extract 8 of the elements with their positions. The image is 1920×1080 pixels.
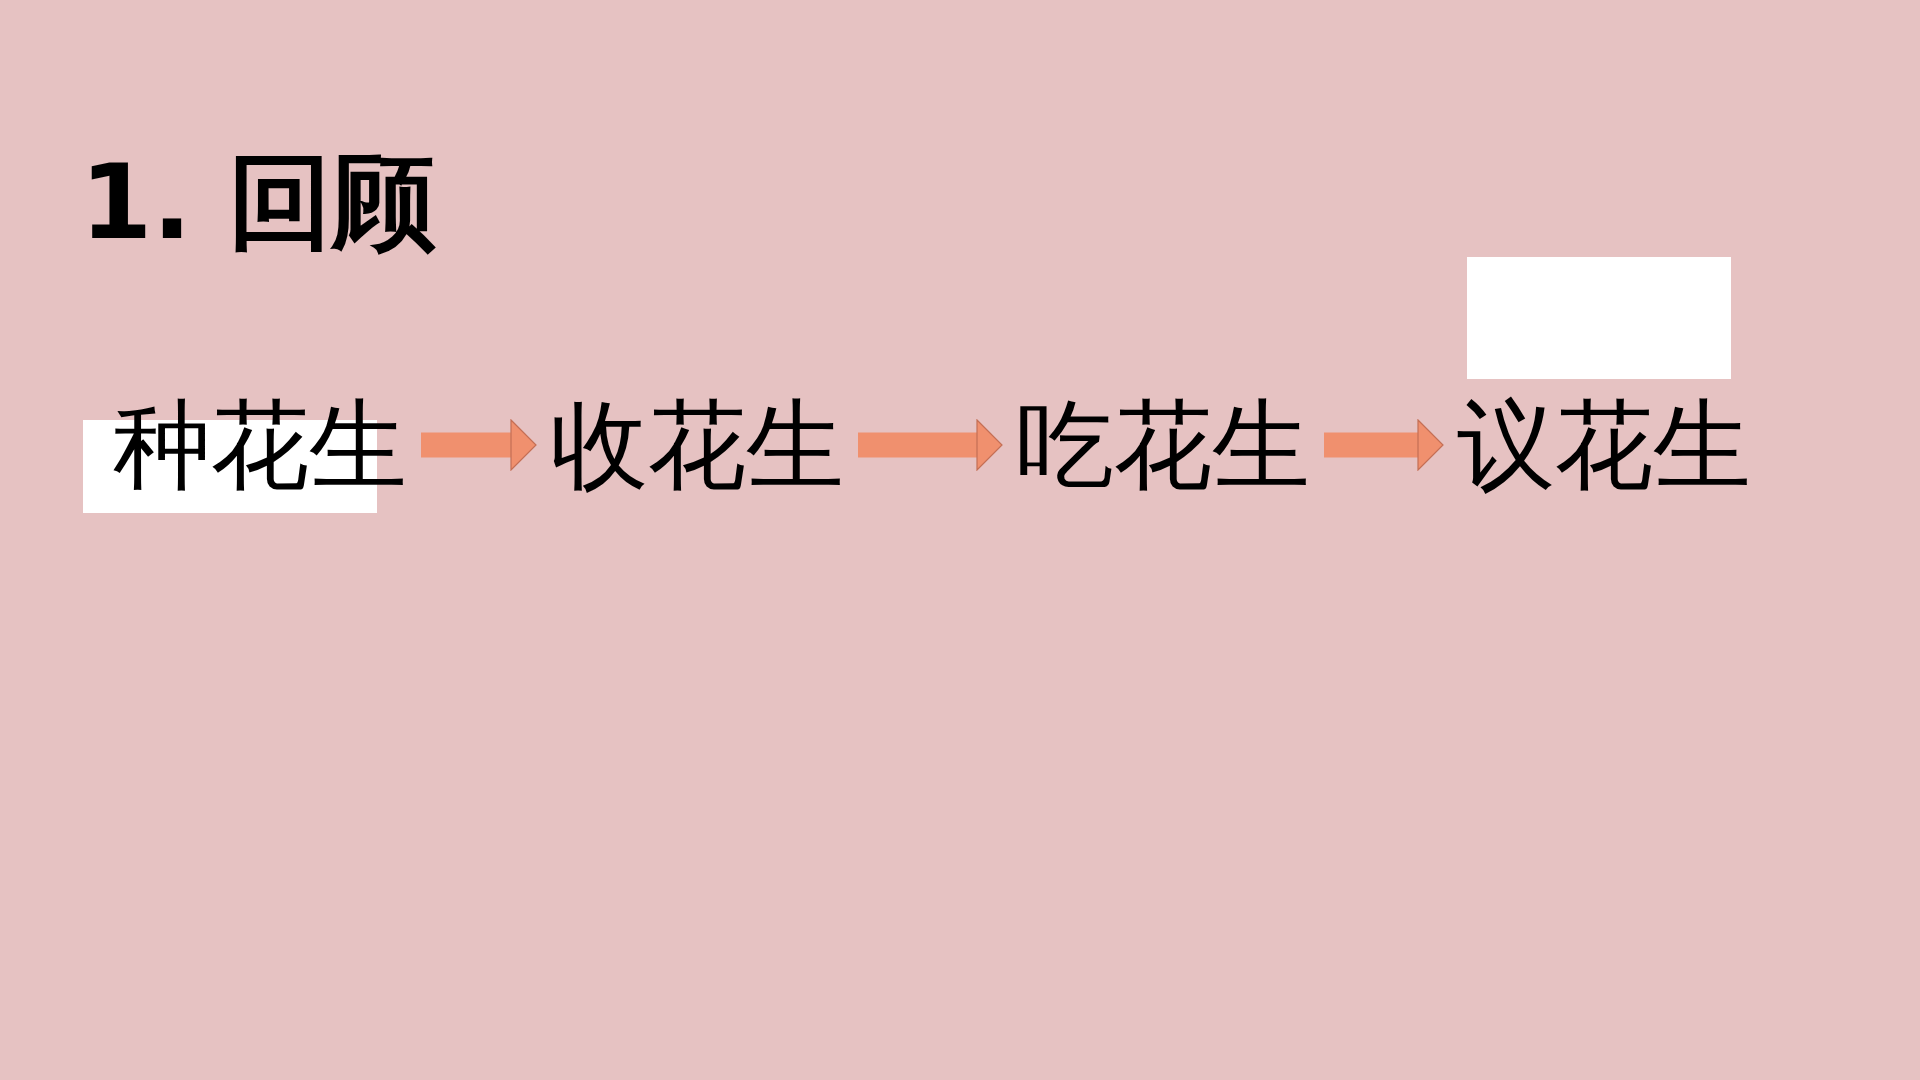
step-text: 吃花生 <box>1016 396 1310 494</box>
block-arrow <box>858 419 1003 471</box>
step-text: 议花生 <box>1457 396 1751 494</box>
step-text: 收花生 <box>550 396 844 494</box>
step-text: 种花生 <box>113 396 407 494</box>
block-arrow <box>421 419 537 471</box>
slide-title: 1. 回顾 <box>80 140 437 265</box>
block-arrow <box>1324 419 1444 471</box>
